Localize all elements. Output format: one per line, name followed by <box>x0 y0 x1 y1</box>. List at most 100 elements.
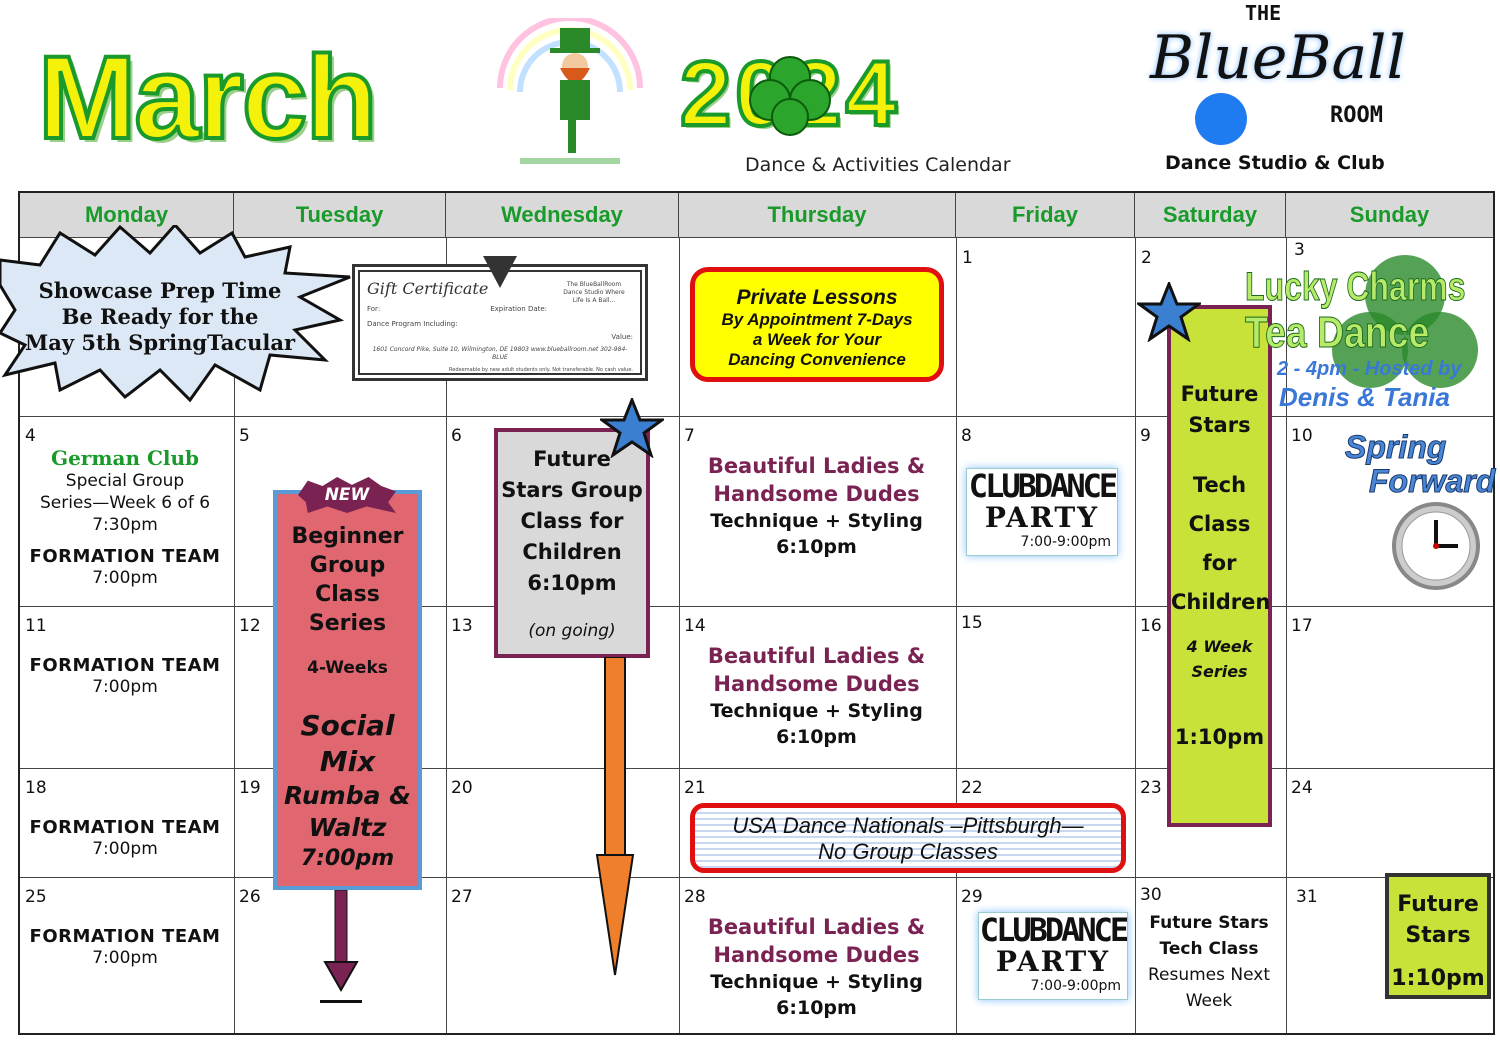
lucky-charms-event: Lucky Charms Tea Dance 2 - 4pm - Hosted … <box>1245 264 1490 414</box>
bl-line-3: Technique + Styling <box>710 700 923 722</box>
shamrock-icon <box>1332 255 1478 388</box>
future-stars-group-box: Future Stars Group Class for Children 6:… <box>494 428 650 658</box>
bl-time: 6:10pm <box>776 997 857 1019</box>
triangle-ornament-icon <box>483 256 517 288</box>
beginner-class-box: Beginner Group Class Series 4-Weeks Soci… <box>273 490 422 890</box>
date-10: 10 <box>1291 426 1313 446</box>
date-17: 17 <box>1291 616 1313 636</box>
date-2: 2 <box>1141 248 1152 268</box>
ft-line-5: Children <box>1171 590 1271 614</box>
private-lessons-box: Private Lessons By Appointment 7-Days a … <box>690 267 944 382</box>
spring-line-2: Forward <box>1368 463 1496 499</box>
fg-time: 6:10pm <box>527 571 617 595</box>
arrow-down-icon <box>320 890 362 1003</box>
ft-line-4: Class for <box>1188 512 1251 575</box>
formation-label: FORMATION TEAM <box>29 926 221 947</box>
day-header-sunday: Sunday <box>1286 193 1493 238</box>
fg-line-4: Children <box>522 540 622 564</box>
german-line-1: Special Group <box>65 471 185 491</box>
german-line-3: 7:30pm <box>92 515 158 535</box>
date-15: 15 <box>961 613 983 633</box>
shamrock-icon <box>749 56 831 136</box>
beginner-line-1: Beginner <box>291 524 404 549</box>
beginner-line-2: Group Class <box>309 553 386 607</box>
usa-nationals-banner: USA Dance Nationals –Pittsburgh— No Grou… <box>690 803 1126 873</box>
date-25: 25 <box>25 887 47 907</box>
day-header-monday: Monday <box>20 193 234 238</box>
date-26: 26 <box>239 887 261 907</box>
ft-line-1: Future <box>1180 382 1259 406</box>
date-9: 9 <box>1140 426 1151 446</box>
bl-line-3: Technique + Styling <box>710 510 923 532</box>
ft-series-1: 4 Week <box>1186 637 1253 656</box>
month-title: March <box>36 30 380 166</box>
day-header-friday: Friday <box>956 193 1135 238</box>
date-11: 11 <box>25 616 47 636</box>
gift-for: For: <box>367 305 381 313</box>
bl-line-1: Beautiful Ladies & <box>707 644 926 668</box>
beginner-rumba: Rumba & <box>283 781 411 810</box>
gift-fine-print: Redeemable by new adult students only. N… <box>449 367 633 373</box>
spring-forward: Spring Forward <box>1344 429 1496 499</box>
showcase-starburst <box>0 225 351 403</box>
private-line-3: Dancing Convenience <box>728 350 906 369</box>
bl-line-2: Handsome Dudes <box>713 482 920 506</box>
date-29: 29 <box>961 887 983 907</box>
date-18: 18 <box>25 778 47 798</box>
date-28: 28 <box>684 887 706 907</box>
sun31-line-1: Future <box>1397 892 1479 917</box>
date-8: 8 <box>961 426 972 446</box>
german-club-event: German Club Special Group Series—Week 6 … <box>20 446 230 589</box>
lucky-time-host: 2 - 4pm - Hosted by <box>1277 358 1462 380</box>
gift-expiration: Expiration Date: <box>490 305 548 313</box>
future-stars-31-box: Future Stars 1:10pm <box>1385 873 1491 999</box>
beginner-time: 7:00pm <box>300 846 395 871</box>
spring-line-1: Spring <box>1344 429 1447 465</box>
cdp-line-1: CLUBDANCE <box>968 467 1118 505</box>
day-header-saturday: Saturday <box>1135 193 1286 238</box>
date-4: 4 <box>25 426 36 446</box>
german-line-2: Series—Week 6 of 6 <box>39 493 211 513</box>
bl-line-2: Handsome Dudes <box>713 672 920 696</box>
private-line-2: a Week for Your <box>752 330 882 349</box>
formation-time: 7:00pm <box>92 839 158 859</box>
sat30-note: Future Stars Tech Class Resumes Next Wee… <box>1135 910 1283 1014</box>
date-14: 14 <box>684 616 706 636</box>
cdp-line-1: CLUBDANCE <box>979 911 1129 949</box>
fg-line-1: Future <box>533 447 611 471</box>
date-6: 6 <box>451 426 462 446</box>
beginner-weeks: 4-Weeks <box>307 658 388 678</box>
lucky-title: Lucky Charms <box>1245 265 1466 310</box>
clock-icon <box>1392 502 1480 590</box>
day-header-wednesday: Wednesday <box>446 193 679 238</box>
usa-line-2: No Group Classes <box>818 839 998 864</box>
day-header-thursday: Thursday <box>679 193 956 238</box>
date-19: 19 <box>239 778 261 798</box>
ft-series-2: Series <box>1191 662 1248 681</box>
beginner-waltz: Waltz <box>308 813 387 842</box>
date-13: 13 <box>451 616 473 636</box>
formation-label: FORMATION TEAM <box>29 546 221 567</box>
german-title: German Club <box>50 446 199 470</box>
logo-name: BlueBall <box>1150 23 1406 93</box>
gift-program: Dance Program Including: <box>367 320 458 328</box>
fg-note: (on going) <box>528 621 616 641</box>
cdp-line-2: PARTY <box>995 945 1111 978</box>
leprechaun-image <box>497 18 643 164</box>
bl-line-1: Beautiful Ladies & <box>707 915 926 939</box>
bl-time: 6:10pm <box>776 726 857 748</box>
fg-line-2: Stars Group <box>501 478 643 502</box>
date-16: 16 <box>1140 616 1162 636</box>
cdp-line-2: PARTY <box>984 501 1100 534</box>
date-3: 3 <box>1294 240 1305 260</box>
sat30-line-4: Week <box>1185 991 1233 1011</box>
bl-line-2: Handsome Dudes <box>713 943 920 967</box>
formation-time: 7:00pm <box>92 568 158 588</box>
logo-tagline: Dance Studio & Club <box>1165 152 1385 174</box>
